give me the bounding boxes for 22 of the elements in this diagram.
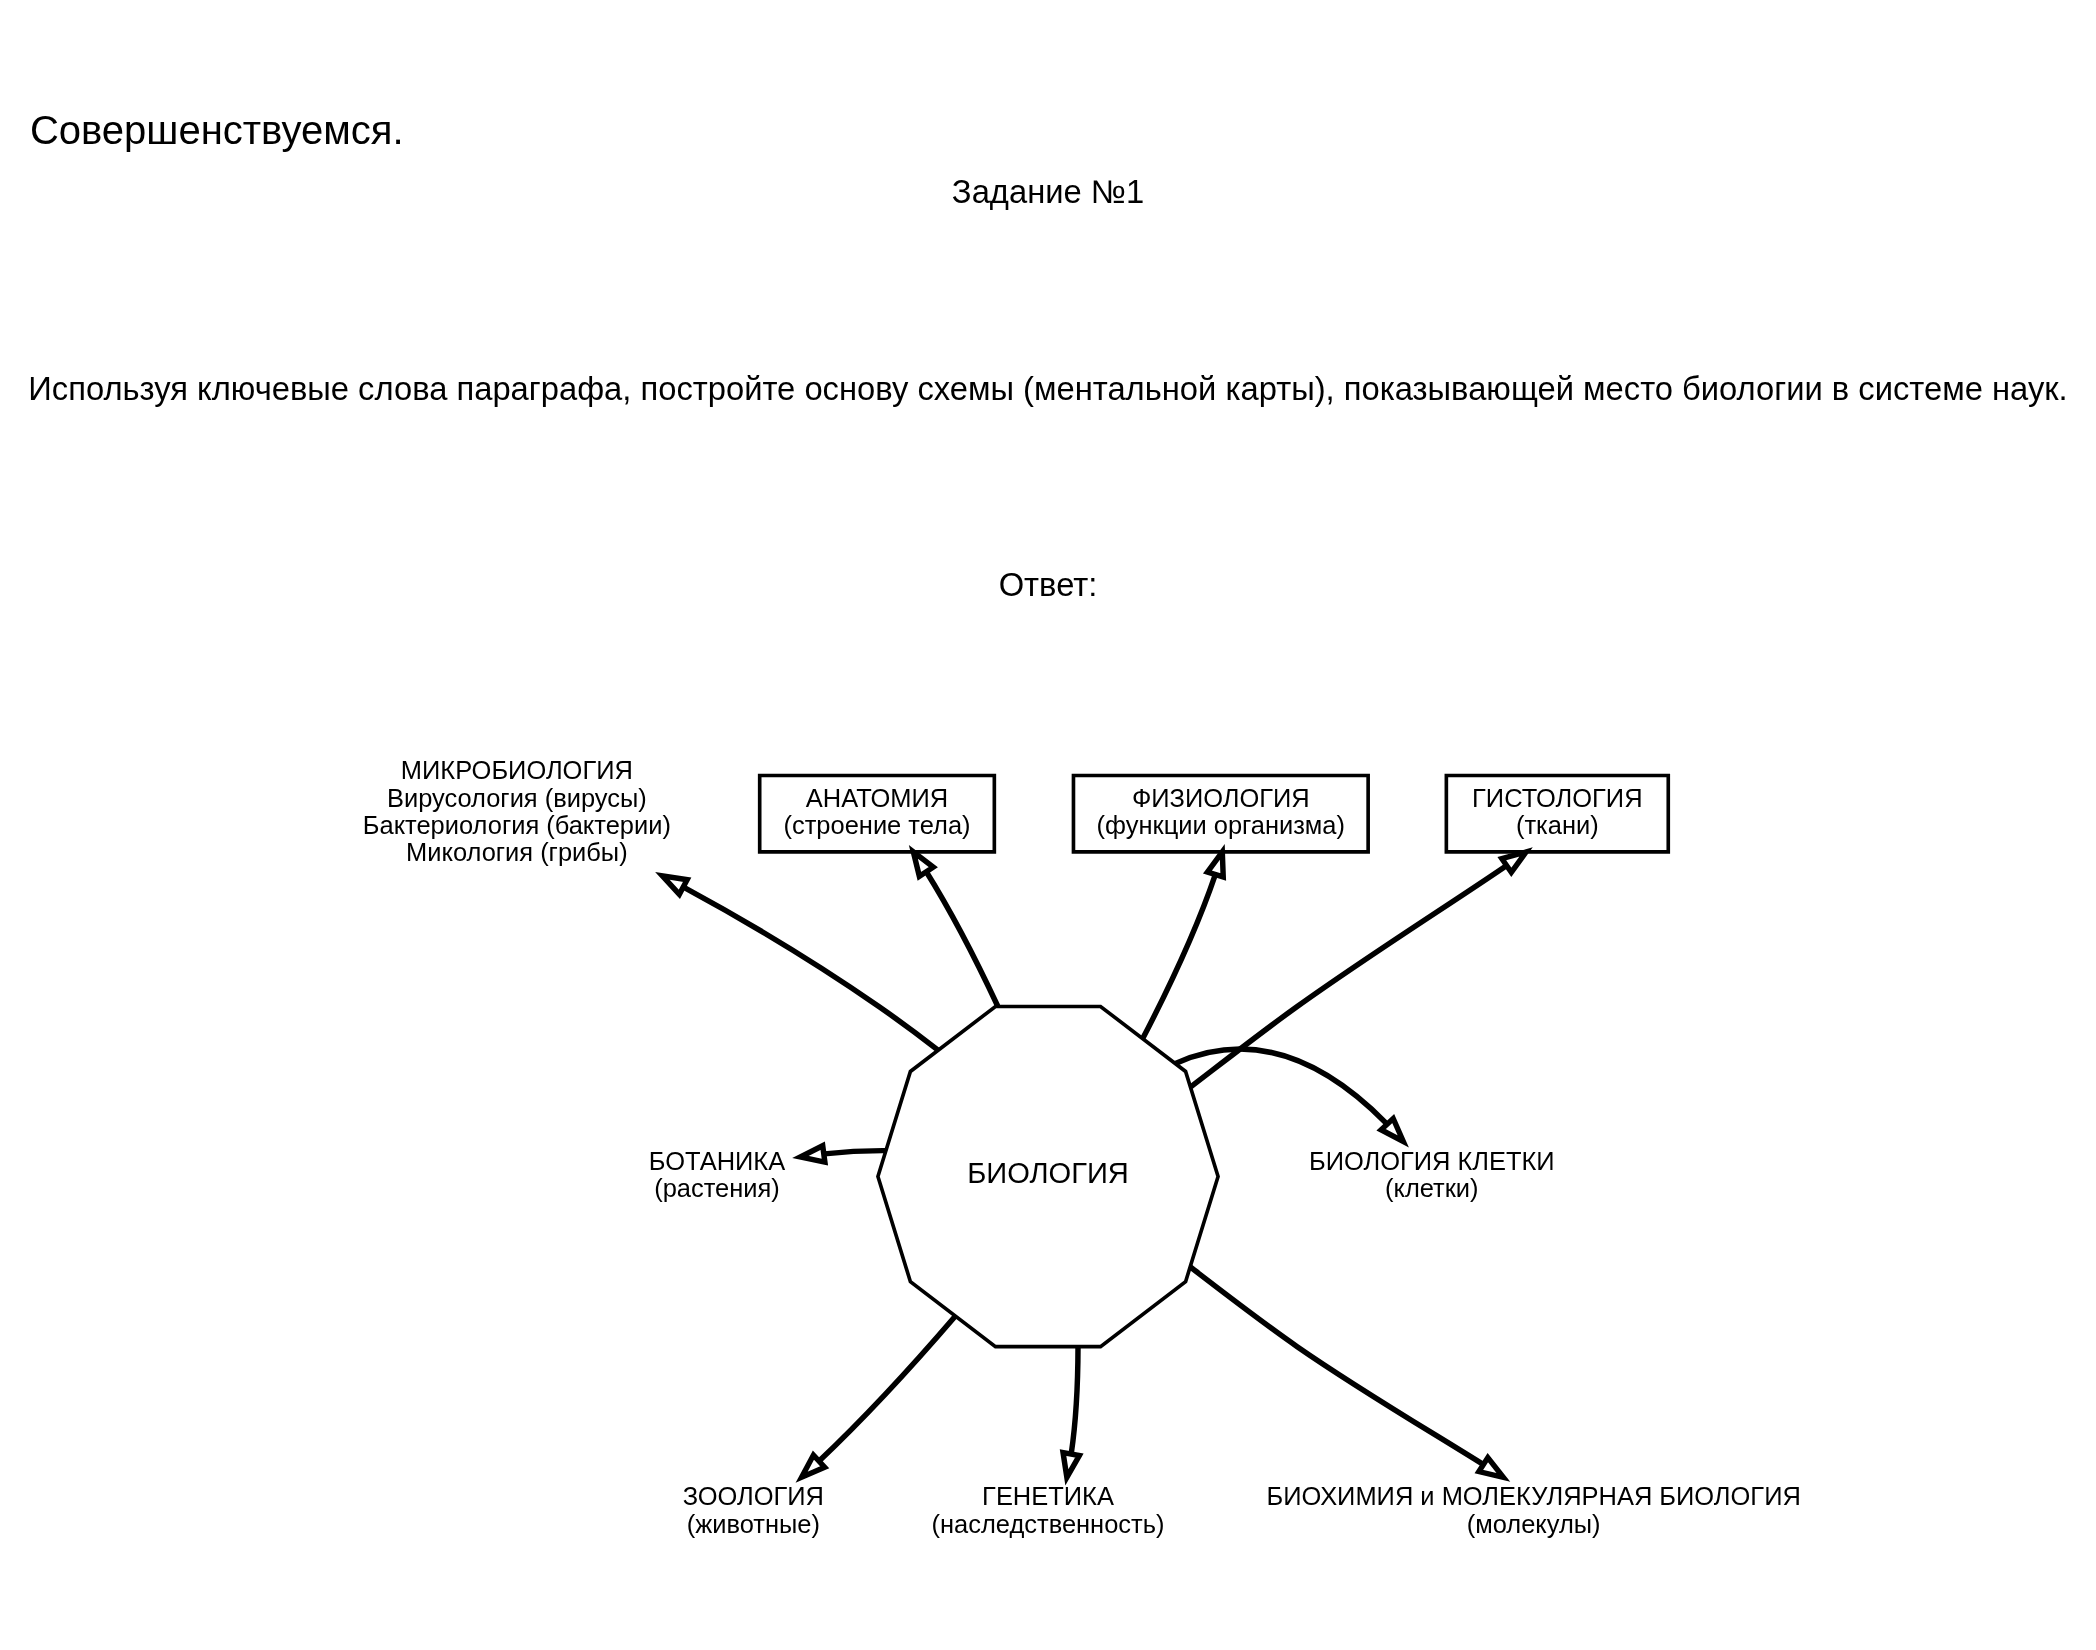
node-text: БИОХИМИЯ и МОЛЕКУЛЯРНАЯ БИОЛОГИЯ (молекулы) (1266, 1481, 1801, 1538)
node-box: ГИСТОЛОГИЯ (ткани) (1444, 773, 1671, 854)
arrow (1059, 1346, 1084, 1485)
arrow (908, 844, 1001, 1007)
node-box: ФИЗИОЛОГИЯ (функции организма) (1071, 773, 1370, 854)
node-text: ГЕНЕТИКА (наследственность) (931, 1481, 1165, 1538)
arrow (1174, 1045, 1409, 1147)
label: Ответ: (998, 565, 1098, 603)
node-text: МИКРОБИОЛОГИЯ Вирусология (вирусы) Бактериология (бактерии) Микология (грибы) (362, 755, 671, 866)
arrow (792, 1141, 886, 1166)
label: Используя ключевые слова параграфа, постройте основу схемы (ментальной карты), показывающей место биологии в системе наук. (28, 369, 2068, 407)
label: Задание №1 (951, 172, 1145, 210)
arrow (655, 871, 940, 1052)
node-text: БИОЛОГИЯ КЛЕТКИ (клетки) (1308, 1146, 1555, 1202)
arrow (1188, 1264, 1511, 1482)
arrow (1140, 843, 1227, 1040)
node-box: АНАТОМИЯ (строение тела) (757, 773, 997, 854)
node-text: ЗООЛОГИЯ (животные) (682, 1481, 825, 1538)
arrow (795, 1314, 958, 1483)
diagram-title: Совершенствуемся. (29, 107, 404, 152)
node-text: БОТАНИКА (растения) (648, 1146, 786, 1202)
arrow (1189, 846, 1533, 1089)
